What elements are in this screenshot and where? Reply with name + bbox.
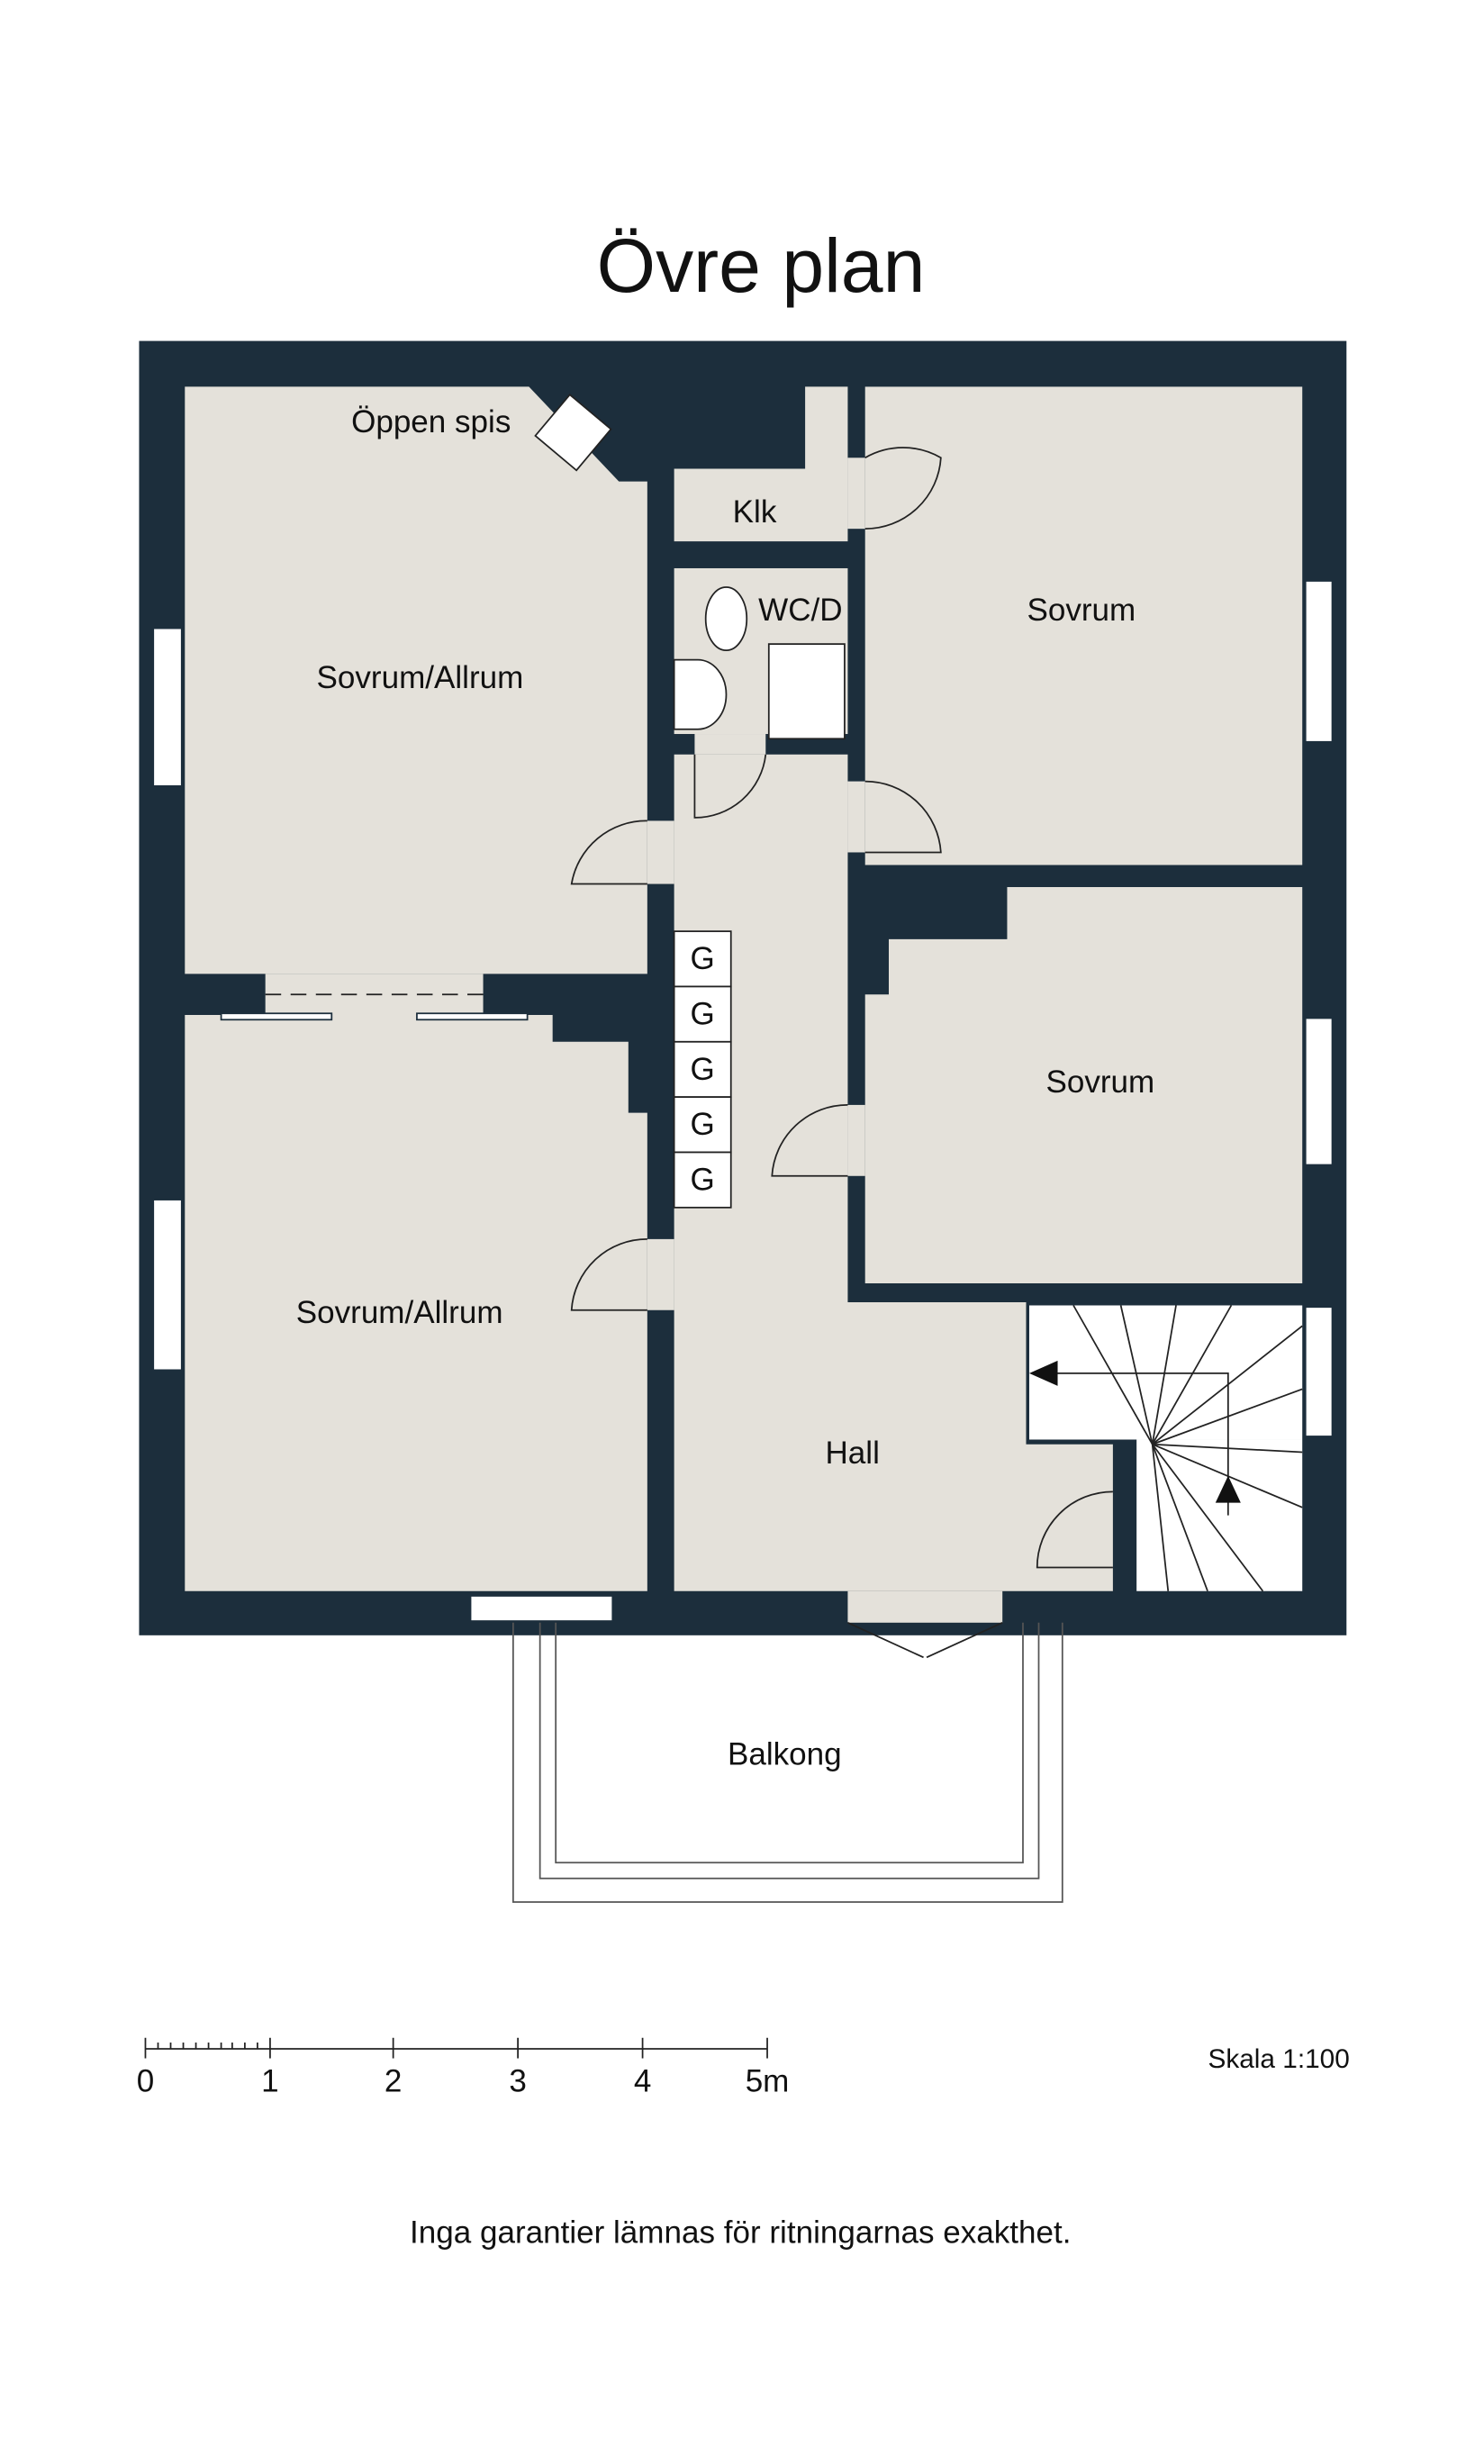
door-opening: [647, 1238, 674, 1310]
room-sovrum-mid-right: [864, 887, 1303, 1283]
disclaimer: Inga garantier lämnas för ritningarnas e…: [410, 2215, 1071, 2251]
scale-label: Skala 1:100: [1208, 2044, 1350, 2074]
label-sovrum-mid-right: Sovrum: [1045, 1064, 1154, 1100]
wardrobes: G G G G G: [673, 930, 732, 1209]
scale-tick: 1: [261, 2063, 279, 2098]
scale-tick: 2: [385, 2063, 403, 2098]
wardrobe-label: G: [691, 997, 715, 1032]
arrow-icon: [1215, 1475, 1241, 1503]
room-sovrum-allrum-top: [185, 386, 647, 974]
sliding-panel: [416, 1012, 529, 1021]
label-klk: Klk: [733, 494, 777, 530]
room-klk: [674, 386, 848, 542]
wardrobe-label: G: [691, 941, 715, 976]
wardrobe-label: G: [691, 1107, 715, 1142]
label-wc: WC/D: [758, 593, 842, 628]
balcony-door-opening: [847, 1590, 1003, 1623]
label-sovrum-top-right: Sovrum: [1027, 593, 1136, 628]
label-sovrum-allrum-top: Sovrum/Allrum: [317, 660, 524, 695]
scale-bar: [144, 2037, 768, 2059]
door-opening: [847, 781, 865, 853]
scale-tick: 0: [137, 2063, 155, 2098]
scale-tick: 3: [509, 2063, 527, 2098]
sink-icon: [673, 658, 728, 730]
scale-tick: 4: [634, 2063, 652, 2098]
sliding-panel: [220, 1012, 333, 1021]
door-opening: [847, 1104, 865, 1176]
door-opening: [647, 820, 674, 884]
balcony: [511, 1622, 1063, 1903]
page-title: Övre plan: [597, 223, 926, 308]
staircase: [1028, 1305, 1303, 1592]
arrow-icon: [1028, 1360, 1058, 1386]
fireplace-icon: [534, 394, 612, 472]
wardrobe-label: G: [691, 1163, 715, 1198]
door-swings: [570, 447, 1113, 1659]
label-sovrum-allrum-bottom: Sovrum/Allrum: [296, 1295, 503, 1330]
scale-tick: 5m: [746, 2063, 790, 2098]
label-hall: Hall: [826, 1436, 880, 1471]
wardrobe-label: G: [691, 1052, 715, 1087]
shower-icon: [767, 643, 846, 740]
door-opening: [694, 734, 766, 755]
room-hall: [674, 754, 1113, 1591]
room-sovrum-allrum-bottom: [185, 1015, 647, 1591]
windows: [152, 580, 1334, 1622]
room-sovrum-top-right: [864, 386, 1303, 865]
toilet-icon: [704, 586, 748, 651]
label-fireplace: Öppen spis: [351, 404, 511, 439]
label-balkong: Balkong: [728, 1737, 842, 1772]
door-opening: [847, 457, 865, 530]
